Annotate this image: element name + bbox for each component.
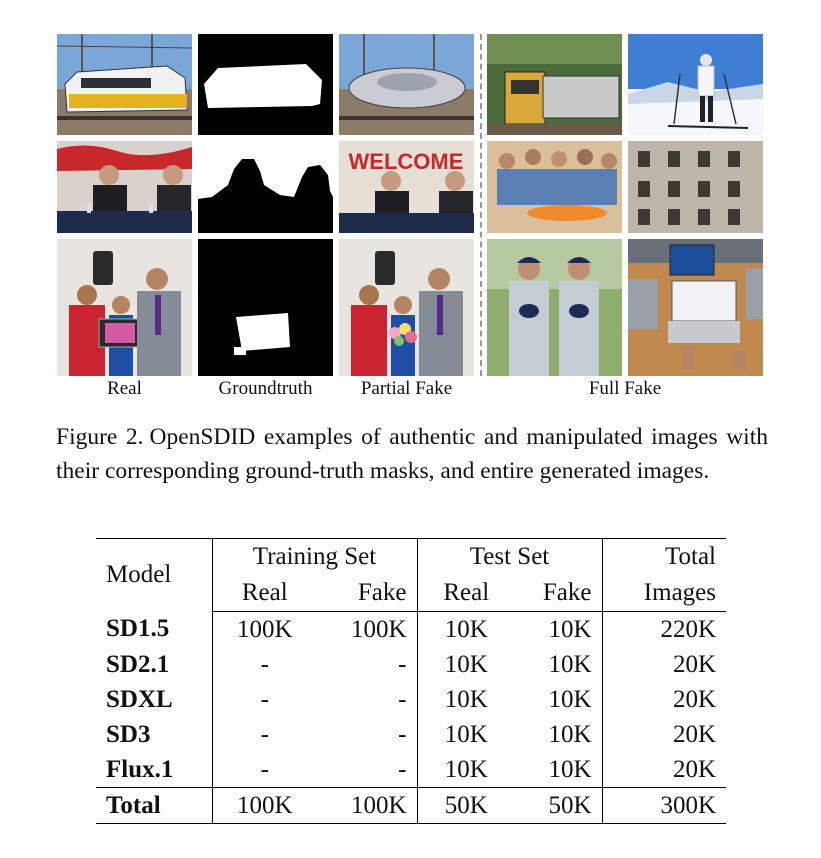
total-images: 300K <box>602 787 726 824</box>
row-model: SDXL <box>96 682 213 717</box>
cell-train-fake: - <box>317 647 418 682</box>
cell-total: 220K <box>660 615 716 643</box>
total-train-real: 100K <box>212 787 317 824</box>
row-model: Flux.1 <box>96 752 213 788</box>
partial-fake-family-image <box>339 239 474 376</box>
cell-train-real: - <box>260 650 269 678</box>
figure-2: WELCOME <box>0 0 821 410</box>
cell-test-fake: 10K <box>515 717 603 752</box>
header-total: Total <box>602 538 726 575</box>
mask-train-image <box>198 34 333 135</box>
partial-fake-train-image <box>339 34 474 135</box>
real-train-image <box>57 34 192 135</box>
figure-caption: Figure 2.OpenSDID examples of authentic … <box>56 420 768 488</box>
table-row: SD3 - - 10K 10K 20K <box>96 717 726 752</box>
cell-total: 20K <box>672 685 716 713</box>
cell-train-real: - <box>260 720 269 748</box>
cell-test-fake: 10K <box>515 752 603 788</box>
table-row: SDXL - - 10K 10K 20K <box>96 682 726 717</box>
full-fake-laptops-table <box>628 239 763 376</box>
header-images: Images <box>602 575 726 612</box>
real-family-image <box>57 239 192 376</box>
mask-conference-image <box>198 141 333 233</box>
column-label-full-fake: Full Fake <box>588 378 662 399</box>
cell-train-fake: - <box>317 682 418 717</box>
header-train-real: Real <box>212 575 317 612</box>
total-test-real: 50K <box>417 787 515 824</box>
header-test-fake: Fake <box>515 575 603 612</box>
total-row: Total 100K 100K 50K 50K 300K <box>96 787 726 824</box>
cell-test-real: 10K <box>444 720 488 748</box>
cell-train-fake: - <box>317 717 418 752</box>
column-label-real: Real <box>107 378 142 399</box>
total-test-fake: 50K <box>515 787 603 824</box>
row-model: SD3 <box>96 717 213 752</box>
header-training-set: Training Set <box>212 538 418 575</box>
cell-train-fake: - <box>317 752 418 788</box>
header-train-fake: Fake <box>317 575 418 612</box>
total-row-label: Total <box>96 787 213 824</box>
full-fake-building <box>628 141 763 233</box>
column-label-partial-fake: Partial Fake <box>360 378 453 399</box>
real-conference-image <box>57 141 192 233</box>
cell-train-fake: 100K <box>317 611 418 647</box>
table-row: SD1.5 100K 100K 10K 10K 220K <box>96 611 726 647</box>
full-fake-beach-crowd <box>487 141 622 233</box>
cell-test-real: 10K <box>444 650 488 678</box>
cell-test-fake: 10K <box>515 611 603 647</box>
column-label-groundtruth: Groundtruth <box>218 378 313 399</box>
header-test-real: Real <box>417 575 515 612</box>
cell-train-real: - <box>260 755 269 783</box>
full-fake-skier <box>628 34 763 135</box>
caption-label: Figure 2. <box>56 424 144 450</box>
full-fake-baseball-players <box>487 239 622 376</box>
header-model: Model <box>96 538 213 612</box>
cell-test-fake: 10K <box>515 647 603 682</box>
row-model: SD1.5 <box>96 611 213 647</box>
cell-total: 20K <box>672 720 716 748</box>
caption-text: OpenSDID examples of authentic and manip… <box>56 424 768 484</box>
cell-total: 20K <box>672 755 716 783</box>
partial-fake-conference-image: WELCOME <box>339 141 474 233</box>
real-fake-separator <box>480 34 482 376</box>
cell-train-real: 100K <box>236 615 293 643</box>
cell-test-real: 10K <box>444 685 488 713</box>
mask-family-image <box>198 239 333 376</box>
total-train-fake: 100K <box>317 787 418 824</box>
dataset-statistics-table: Model Training Set Test Set Total Real F… <box>96 538 726 824</box>
svg-text:WELCOME: WELCOME <box>349 149 464 174</box>
row-model: SD2.1 <box>96 647 213 682</box>
cell-test-fake: 10K <box>515 682 603 717</box>
table-row: SD2.1 - - 10K 10K 20K <box>96 647 726 682</box>
header-test-set: Test Set <box>417 538 603 575</box>
cell-total: 20K <box>672 650 716 678</box>
cell-test-real: 10K <box>444 755 488 783</box>
cell-train-real: - <box>260 685 269 713</box>
full-fake-train-locomotive <box>487 34 622 135</box>
cell-test-real: 10K <box>444 615 488 643</box>
table-row: Flux.1 - - 10K 10K 20K <box>96 752 726 788</box>
